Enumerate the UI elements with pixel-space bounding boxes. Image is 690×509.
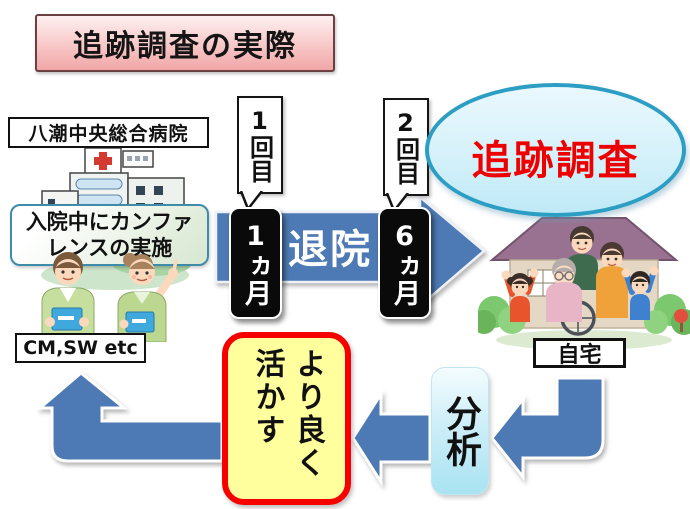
analysis-to-improve-arrow (351, 388, 432, 488)
month1-label: 1ヵ月 (240, 220, 271, 306)
improve-box: より良く 活かす (222, 332, 351, 505)
analysis-box: 分析 (431, 367, 489, 495)
page-title-box: 追跡調査の実際 (35, 14, 335, 72)
conference-note-line1: 入院中にカンファ (25, 209, 194, 234)
home-label: 自宅 (557, 343, 602, 368)
discharge-label: 退院 (288, 227, 372, 273)
hospital-name-label-box: 八潮中央総合病院 (8, 117, 209, 148)
improve-column-left: 活かす (249, 348, 285, 447)
visit1-callout: 1回目 (237, 96, 283, 194)
hospital-name-label: 八潮中央総合病院 (28, 123, 189, 145)
analysis-label: 分析 (440, 395, 481, 467)
visit2-callout: 2回目 (383, 98, 429, 196)
discharge-label-wrap: 退院 (282, 220, 378, 273)
conference-note-box: 入院中にカンファ レンスの実施 (10, 204, 209, 266)
home-illustration (478, 217, 690, 350)
staff-role-label: CM,SW etc (23, 337, 138, 359)
survey-ellipse: 追跡調査 (425, 83, 686, 217)
home-label-box: 自宅 (533, 338, 626, 368)
visit2-callout-label: 2回目 (391, 109, 420, 185)
survey-label: 追跡調査 (471, 138, 640, 184)
staff-role-label-box: CM,SW etc (15, 333, 146, 363)
home-to-analysis-arrow (490, 376, 605, 482)
staff-illustration (41, 252, 178, 342)
visit1-callout-label: 1回目 (245, 107, 274, 183)
improve-column-right: より良く (290, 348, 325, 480)
improve-label: より良く 活かす (246, 348, 327, 480)
page-title: 追跡調査の実際 (73, 29, 297, 64)
month1-box: 1ヵ月 (229, 207, 282, 319)
month6-box: 6ヵ月 (378, 207, 431, 319)
month6-label: 6ヵ月 (389, 220, 420, 306)
improve-to-staff-arrow (35, 371, 224, 463)
